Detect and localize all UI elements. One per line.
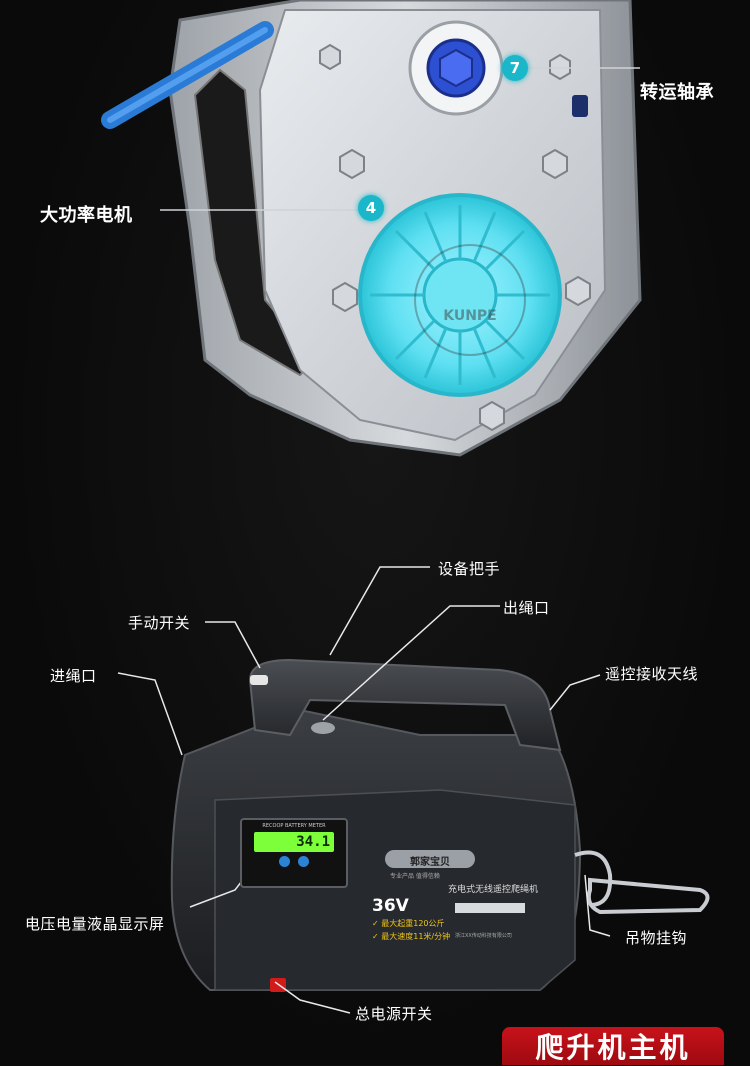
lcd-value: 34.1 [296, 834, 330, 850]
page-title: 爬升机主机 [502, 1027, 724, 1065]
lcd-screen: 34.1 [254, 832, 334, 852]
lcd-panel: RECOOP BATTERY METER 34.1 [240, 818, 348, 888]
label-antenna: 遥控接收天线 [605, 665, 699, 683]
motor-diagram: KUNPE [101, 0, 642, 457]
meter-label: RECOOP BATTERY METER [262, 823, 326, 829]
label-lcd: 电压电量液晶显示屏 [25, 915, 165, 933]
motor-label: 大功率电机 [40, 205, 133, 226]
label-inlet: 进绳口 [50, 667, 97, 685]
label-manual-switch: 手动开关 [128, 614, 191, 632]
device-voltage: 36V [372, 896, 409, 916]
label-outlet: 出绳口 [503, 599, 550, 617]
bearing-hex [439, 48, 473, 88]
watermark-brand: KUNPE [443, 308, 497, 324]
device-brand: 郭家宝贝 [385, 850, 475, 868]
bearing-label: 转运轴承 [640, 82, 714, 103]
label-hook: 吊物挂钩 [625, 929, 688, 947]
hex-nuts [319, 43, 591, 432]
product-image [117, 566, 710, 1014]
device-maker: 浙江XX传动科技有限公司 [455, 933, 512, 939]
motor-ribs [370, 205, 550, 385]
device-sticker [455, 903, 525, 913]
motor-badge: 4 [358, 195, 384, 221]
hook [574, 850, 613, 907]
device-product-name: 充电式无线遥控爬绳机 [448, 885, 539, 895]
label-power-switch: 总电源开关 [355, 1005, 433, 1023]
lcd-button-right[interactable] [298, 856, 309, 867]
lcd-button-left[interactable] [279, 856, 290, 867]
label-handle: 设备把手 [438, 560, 501, 578]
device-spec-1: ✓ 最大起重120公斤 [372, 919, 445, 928]
device-spec-2: ✓ 最大速度11米/分钟 [372, 932, 451, 941]
bearing-badge: 7 [502, 55, 528, 81]
callout-lines [117, 566, 611, 1014]
device-brand-sub: 专业产品 值得信赖 [390, 873, 440, 880]
